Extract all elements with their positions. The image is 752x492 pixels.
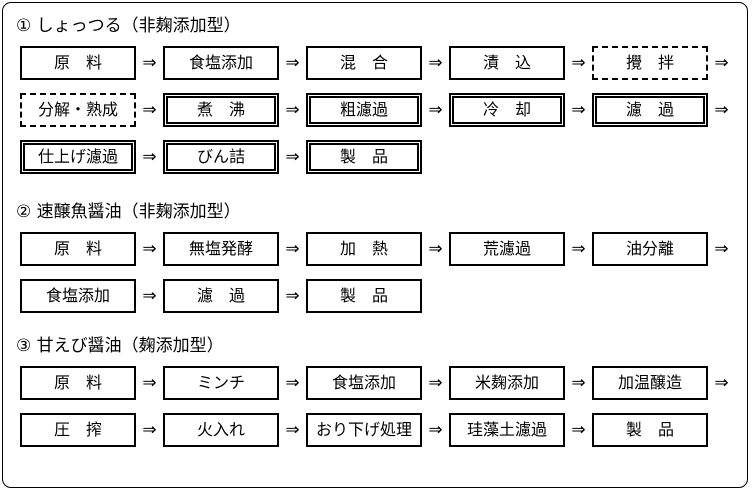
flow-arrow-icon: ⇒: [285, 372, 300, 393]
section-title: ③ 甘えび醤油（麹添加型）: [16, 336, 224, 356]
flow-arrow-icon: ⇒: [571, 99, 586, 120]
flow-arrow-icon: ⇒: [714, 372, 729, 393]
flow-row: 圧 搾 ⇒ 火入れ ⇒ おり下げ処理 ⇒ 珪藻土濾過 ⇒ 製 品: [20, 413, 747, 447]
process-step-box: 珪藻土濾過: [449, 413, 565, 447]
process-step-box: 加温醸造: [592, 366, 708, 400]
process-step-box: びん詰: [163, 140, 279, 174]
process-step-box: 漬 込: [449, 46, 565, 80]
process-step-box: おり下げ処理: [306, 413, 422, 447]
flow-row: 原 料 ⇒ 食塩添加 ⇒ 混 合 ⇒ 漬 込 ⇒ 攪 拌 ⇒: [20, 46, 747, 80]
section-title: ① しょっつる（非麹添加型）: [16, 16, 241, 36]
flow-arrow-icon: ⇒: [142, 419, 157, 440]
process-step-box: 原 料: [20, 46, 136, 80]
process-step-box: 冷 却: [449, 93, 565, 127]
flow-arrow-icon: ⇒: [285, 52, 300, 73]
process-step-box: 製 品: [306, 279, 422, 313]
process-step-box: 食塩添加: [163, 46, 279, 80]
process-step-box: ミンチ: [163, 366, 279, 400]
process-step-box: 製 品: [306, 140, 422, 174]
flow-row: 食塩添加 ⇒ 濾 過 ⇒ 製 品: [20, 279, 747, 313]
flow-arrow-icon: ⇒: [571, 419, 586, 440]
flow-arrow-icon: ⇒: [285, 238, 300, 259]
flow-arrow-icon: ⇒: [428, 238, 443, 259]
process-step-box: 火入れ: [163, 413, 279, 447]
process-step-box: 油分離: [592, 232, 708, 266]
process-step-box: 原 料: [20, 366, 136, 400]
flow-arrow-icon: ⇒: [285, 99, 300, 120]
process-step-box: 濾 過: [163, 279, 279, 313]
flow-arrow-icon: ⇒: [285, 285, 300, 306]
flow-arrow-icon: ⇒: [714, 238, 729, 259]
process-step-box: 無塩発酵: [163, 232, 279, 266]
process-step-box: 製 品: [592, 413, 708, 447]
process-step-box: 混 合: [306, 46, 422, 80]
flow-arrow-icon: ⇒: [428, 419, 443, 440]
flow-row: 原 料 ⇒ ミンチ ⇒ 食塩添加 ⇒ 米麹添加 ⇒ 加温醸造 ⇒: [20, 366, 747, 400]
flow-arrow-icon: ⇒: [142, 285, 157, 306]
flow-arrow-icon: ⇒: [142, 146, 157, 167]
flow-section-3: ③ 甘えび醤油（麹添加型） 原 料 ⇒ ミンチ ⇒ 食塩添加 ⇒ 米麹添加 ⇒ 加温醸造 ⇒ 圧 搾 ⇒…: [3, 335, 747, 447]
flow-arrow-icon: ⇒: [428, 99, 443, 120]
process-step-box: 原 料: [20, 232, 136, 266]
flow-arrow-icon: ⇒: [571, 372, 586, 393]
process-step-box: 煮 沸: [163, 93, 279, 127]
flow-row: 仕上げ濾過 ⇒ びん詰 ⇒ 製 品: [20, 140, 747, 174]
process-step-box: 濾 過: [592, 93, 708, 127]
process-step-box: 仕上げ濾過: [20, 140, 136, 174]
process-step-box: 圧 搾: [20, 413, 136, 447]
flow-arrow-icon: ⇒: [285, 419, 300, 440]
flow-arrow-icon: ⇒: [428, 372, 443, 393]
flow-arrow-icon: ⇒: [714, 52, 729, 73]
flow-arrow-icon: ⇒: [571, 238, 586, 259]
flow-arrow-icon: ⇒: [142, 52, 157, 73]
flow-arrow-icon: ⇒: [428, 52, 443, 73]
process-step-box: 米麹添加: [449, 366, 565, 400]
process-step-box: 攪 拌: [592, 46, 708, 80]
process-step-box: 食塩添加: [306, 366, 422, 400]
process-step-box: 荒濾過: [449, 232, 565, 266]
flow-arrow-icon: ⇒: [142, 372, 157, 393]
flow-section-1: ① しょっつる（非麹添加型）原 料⇒食塩添加⇒混 合⇒漬 込⇒攪 拌⇒分解・熟成…: [3, 15, 747, 174]
process-step-box: 食塩添加: [20, 279, 136, 313]
process-step-box: 分解・熟成: [20, 93, 136, 127]
flow-row: 原 料 ⇒ 無塩発酵 ⇒ 加 熱 ⇒ 荒濾過 ⇒ 油分離 ⇒: [20, 232, 747, 266]
diagram-frame: ① しょっつる（非麹添加型）原 料⇒食塩添加⇒混 合⇒漬 込⇒攪 拌⇒分解・熟成…: [2, 2, 748, 488]
process-step-box: 粗濾過: [306, 93, 422, 127]
flow-arrow-icon: ⇒: [571, 52, 586, 73]
flow-row: 分解・熟成 ⇒ 煮 沸 ⇒ 粗濾過 ⇒ 冷 却 ⇒ 濾 過 ⇒: [20, 93, 747, 127]
flow-section-2: ② 速醸魚醤油（非麹添加型） 原 料 ⇒ 無塩発酵 ⇒ 加 熱 ⇒ 荒濾過 ⇒ 油分離 ⇒ 食塩添加 ⇒…: [3, 201, 747, 313]
section-title: ② 速醸魚醤油（非麹添加型）: [16, 202, 241, 222]
process-step-box: 加 熱: [306, 232, 422, 266]
flow-arrow-icon: ⇒: [142, 99, 157, 120]
flow-arrow-icon: ⇒: [285, 146, 300, 167]
flow-arrow-icon: ⇒: [142, 238, 157, 259]
flow-arrow-icon: ⇒: [714, 99, 729, 120]
